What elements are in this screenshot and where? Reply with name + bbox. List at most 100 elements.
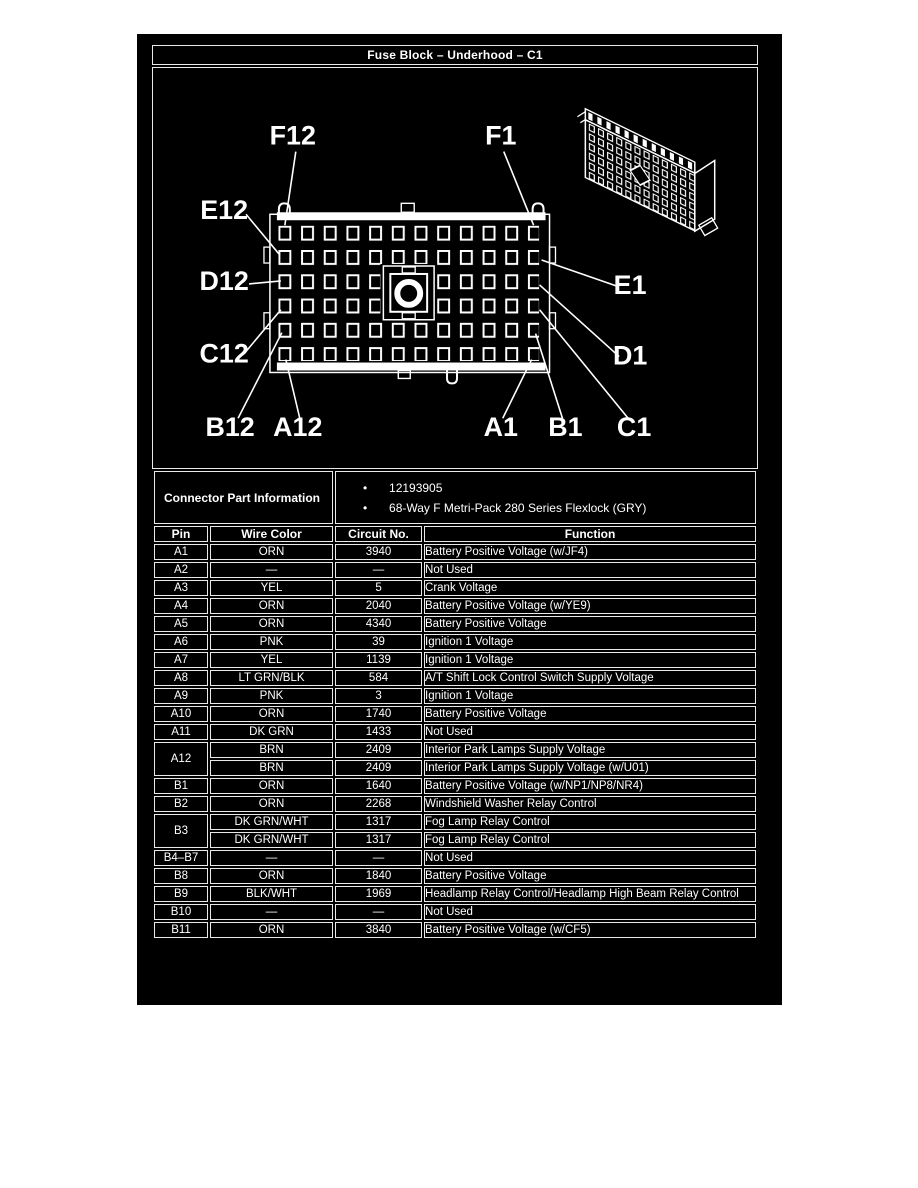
function-cell: Battery Positive Voltage: [424, 616, 757, 632]
circuit-cell: 3840: [335, 922, 423, 938]
function-cell: Windshield Washer Relay Control: [424, 796, 757, 812]
function-cell: Interior Park Lamps Supply Voltage (w/U0…: [424, 760, 757, 776]
pin-label-b1: B1: [548, 412, 582, 442]
pin-label-c1: C1: [617, 412, 651, 442]
circuit-cell: 1640: [335, 778, 423, 794]
circuit-cell: 3: [335, 688, 423, 704]
circuit-cell: 4340: [335, 616, 423, 632]
function-cell: Fog Lamp Relay Control: [424, 832, 757, 848]
table-row: B10 — — Not Used: [154, 904, 757, 920]
pin-label-e12: E12: [200, 195, 248, 225]
connector-pinout-table: Connector Part Information •12193905 • 68…: [152, 469, 758, 940]
leader-d12: [248, 280, 281, 285]
title-bar: Fuse Block – Underhood – C1: [152, 45, 758, 65]
pin-cell: A12: [154, 742, 208, 776]
leader-b1: [534, 333, 564, 419]
iso-end-cap: [694, 159, 716, 233]
leader-d1: [539, 284, 620, 358]
isometric-connector-view: [577, 107, 719, 237]
leader-f1: [503, 151, 535, 226]
connector-type-item: • 68-Way F Metri-Pack 280 Series Flexlock…: [363, 498, 755, 518]
pin-cell: A4: [154, 598, 208, 614]
wire-color-cell: ORN: [210, 796, 334, 812]
table-row: B3 DK GRN/WHT 1317 Fog Lamp Relay Contro…: [154, 814, 757, 848]
circuit-cell: —: [335, 562, 423, 578]
corner-hook-right: [531, 202, 545, 218]
fuse-block-panel: Fuse Block – Underhood – C1: [137, 34, 782, 1005]
pin-cell: B10: [154, 904, 208, 920]
circuit-cell: 3940: [335, 544, 423, 560]
table-row: A4 ORN 2040 Battery Positive Voltage (w/…: [154, 598, 757, 614]
function-cell: Headlamp Relay Control/Headlamp High Bea…: [424, 886, 757, 902]
table-row: B9 BLK/WHT 1969 Headlamp Relay Control/H…: [154, 886, 757, 902]
leader-f12: [284, 151, 297, 226]
function-cell: Ignition 1 Voltage: [424, 652, 757, 668]
pin-label-b12: B12: [205, 412, 254, 442]
pin-cell: A8: [154, 670, 208, 686]
function-cell: Battery Positive Voltage (w/YE9): [424, 598, 757, 614]
leader-lines: [237, 151, 629, 419]
pin-cell: B9: [154, 886, 208, 902]
pin-cell: A3: [154, 580, 208, 596]
circuit-cell: 2268: [335, 796, 423, 812]
pin-label-e1: E1: [614, 270, 647, 300]
circuit-cell: 1317: [335, 814, 423, 830]
function-cell: Ignition 1 Voltage: [424, 688, 757, 704]
side-latch: [263, 246, 271, 264]
circuit-cell: —: [335, 904, 423, 920]
bullet-icon: •: [363, 500, 368, 515]
table-row: DK GRN/WHT 1317 Fog Lamp Relay Control: [154, 832, 757, 848]
header-function: Function: [424, 526, 757, 542]
table-row: B2 ORN 2268 Windshield Washer Relay Cont…: [154, 796, 757, 812]
pin-cell: B11: [154, 922, 208, 938]
function-cell: Not Used: [424, 904, 757, 920]
table-row: B8 ORN 1840 Battery Positive Voltage: [154, 868, 757, 884]
table-row: A6 PNK 39 Ignition 1 Voltage: [154, 634, 757, 650]
wire-color-cell: LT GRN/BLK: [210, 670, 334, 686]
table-row: A8 LT GRN/BLK 584 A/T Shift Lock Control…: [154, 670, 757, 686]
wire-color-cell: DK GRN/WHT: [210, 814, 334, 830]
table-row: B1 ORN 1640 Battery Positive Voltage (w/…: [154, 778, 757, 794]
header-wire-color: Wire Color: [210, 526, 334, 542]
connector-info-row: Connector Part Information •12193905 • 68…: [154, 471, 757, 524]
circuit-cell: 584: [335, 670, 423, 686]
part-number-item: •12193905: [363, 478, 755, 498]
pin-cell: A1: [154, 544, 208, 560]
pin-cell: A11: [154, 724, 208, 740]
wire-color-cell: BRN: [210, 760, 334, 776]
circuit-cell: 2409: [335, 760, 423, 776]
pin-cell: B1: [154, 778, 208, 794]
pin-cell: A7: [154, 652, 208, 668]
circuit-cell: 5: [335, 580, 423, 596]
wire-color-cell: BLK/WHT: [210, 886, 334, 902]
table-row: A2 — — Not Used: [154, 562, 757, 578]
table-row: B4–B7 — — Not Used: [154, 850, 757, 866]
leader-a12: [285, 359, 301, 419]
connector-part-information-label: Connector Part Information: [154, 471, 334, 524]
wire-color-cell: PNK: [210, 688, 334, 704]
function-cell: Ignition 1 Voltage: [424, 634, 757, 650]
pin-label-f12: F12: [270, 121, 316, 151]
table-row: B11 ORN 3840 Battery Positive Voltage (w…: [154, 922, 757, 938]
iso-bracket: [697, 216, 719, 237]
wire-color-cell: YEL: [210, 580, 334, 596]
pin-cell: B8: [154, 868, 208, 884]
bottom-hook: [446, 370, 458, 385]
circuit-cell: 1740: [335, 706, 423, 722]
header-circuit-no: Circuit No.: [335, 526, 423, 542]
circuit-cell: 1969: [335, 886, 423, 902]
leader-b12: [237, 332, 283, 419]
connector-diagram: F12 F1 E12 D12 C12 B12 A12 A1 B1 C1 D1 E…: [200, 107, 719, 442]
pin-cell: B4–B7: [154, 850, 208, 866]
function-cell: Fog Lamp Relay Control: [424, 814, 757, 830]
wire-color-cell: ORN: [210, 616, 334, 632]
top-rail: [276, 212, 546, 221]
wire-color-cell: ORN: [210, 778, 334, 794]
table-row: A11 DK GRN 1433 Not Used: [154, 724, 757, 740]
circuit-cell: 2040: [335, 598, 423, 614]
bottom-rail: [276, 362, 546, 371]
connector-type: 68-Way F Metri-Pack 280 Series Flexlock …: [389, 500, 647, 515]
connector-face-view: [263, 202, 557, 385]
function-cell: Battery Positive Voltage: [424, 706, 757, 722]
iso-center-key: [629, 164, 651, 187]
